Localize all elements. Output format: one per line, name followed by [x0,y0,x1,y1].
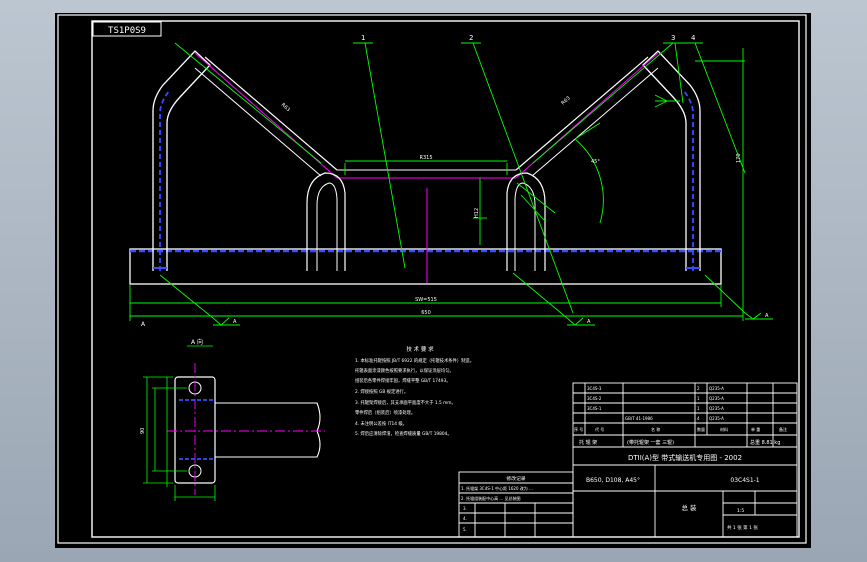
rev-row: 3. [463,506,467,511]
technical-notes: 技 术 要 求 1. 本标准托辊按照 JB/T 6922 的规定（托辊技术条件）… [355,345,474,437]
ref-mark-a: A [233,319,237,325]
dim-center-height: H12 [474,208,480,218]
dim-total-inner: SW=515 [415,297,437,303]
title-series: DTII(A)型 带式输送机专用图 - 2002 [628,453,742,462]
dim-left-incline: R63 [280,102,291,113]
summary-mid: (带托辊架 一套 三辊) [627,439,674,446]
ref-right-a: A [765,313,769,319]
sheet-code: TS1P0S9 [108,26,146,36]
bom-table [572,382,798,448]
dim-right-incline: R63 [560,95,571,106]
detail-dim: 90 [140,428,146,434]
ref-left-a: A [141,321,146,328]
rev-row: 4. [463,516,467,521]
bom-header: 名 称 [651,426,660,432]
bom-qty: 4 [697,416,700,421]
rev-row: 5. [463,527,467,532]
notes-title: 技 术 要 求 [406,345,434,353]
note-line: 3. 托辊架焊接后，其支承面平面度不大于 1.5 mm。 [355,399,456,406]
note-line: 托辊表面涂漆颜色按照要求执行，以保证涂层均匀。 [355,367,454,374]
balloon-4: 4 [691,34,696,42]
right-middle-bracket [506,172,546,271]
dim-center-roll: R315 [419,155,432,161]
dim-angle: 45° [591,159,600,165]
drawing-name: 总 装 [681,503,697,512]
rev-row: 1. 托辊架 3C4S-1 中心距 1620 改为 ... [461,485,533,491]
title-spec: B650, D108, A45° [586,477,640,484]
right-side-frame [642,50,701,271]
left-side-frame [152,50,211,271]
bom-header: 代 号 [595,426,604,432]
sheet-label: 共 1 张 第 1 张 [727,524,758,531]
balloon-2: 2 [469,34,473,42]
ref-mark-b: A [587,319,591,325]
drawing-canvas: TS1P0S9 [57,14,807,544]
bom-qty: 1 [697,396,700,401]
base-beam [129,248,722,285]
bom-mat: Q235-A [709,396,724,401]
scale-label: 1:5 [737,508,744,514]
bom-header: 序 号 [574,426,583,432]
detail-title: A 向 [191,338,203,346]
balloon-1: 1 [361,34,365,42]
drawing-border [91,20,800,538]
bom-header: 单 重 [751,426,760,432]
sheet-code-box [92,21,162,37]
note-line: 组装后各零件焊接牢固，焊缝平整 GB/T 17493。 [355,377,451,384]
bom-qty: 1 [697,406,700,411]
dim-total-outer: 650 [421,310,431,316]
rev-title: 修改记录 [506,475,525,482]
bom-name: GB/T 41-1986 [625,416,653,421]
note-line: 4. 未注明公差按 IT14 级。 [355,420,407,427]
note-line: 1. 本标准托辊按照 JB/T 6922 的规定（托辊技术条件）制造。 [355,357,474,364]
revision-table [458,471,574,538]
note-line: 零件焊后（组装后）喷漆处理。 [355,409,415,416]
bom-code: 3C4S-1 [587,406,602,411]
bom-code: 3C4S-3 [587,386,602,391]
detail-view-a: A 向 90 [140,338,325,501]
bom-header: 备注 [779,426,787,432]
bom-qty: 2 [697,386,700,391]
summary-left: 托 辊 架 [579,439,597,446]
note-line: 5. 焊后应清除焊渣，检查焊缝质量 GB/T 19804。 [355,430,452,437]
bom-mat: Q235-A [709,416,724,421]
bom-mat: Q235-A [709,386,724,391]
note-line: 2. 焊接按照 GB 规定进行。 [355,388,408,395]
left-roll-axis [194,52,338,179]
rev-row: 2. 托辊组装配中心高 ... 见总装图 [461,495,520,501]
bom-code: 3C4S-2 [587,396,602,401]
balloon-3: 3 [671,34,675,42]
outer-frame [57,14,807,544]
main-view: 1 2 3 4 R63 R63 R315 SW=515 650 H12 45° … [129,34,773,328]
bom-mat: Q235-A [709,406,724,411]
cad-viewport[interactable]: TS1P0S9 [55,13,811,548]
bom-header: 数量 [697,426,705,432]
dim-bracket-height: 170 [736,153,742,163]
left-middle-bracket [306,172,346,271]
bom-header: 材料 [720,426,728,432]
summary-weight: 总重 8.81 kg [750,439,780,446]
drawing-number: 03C4S1-1 [730,477,759,484]
dimension-lines [129,42,746,321]
